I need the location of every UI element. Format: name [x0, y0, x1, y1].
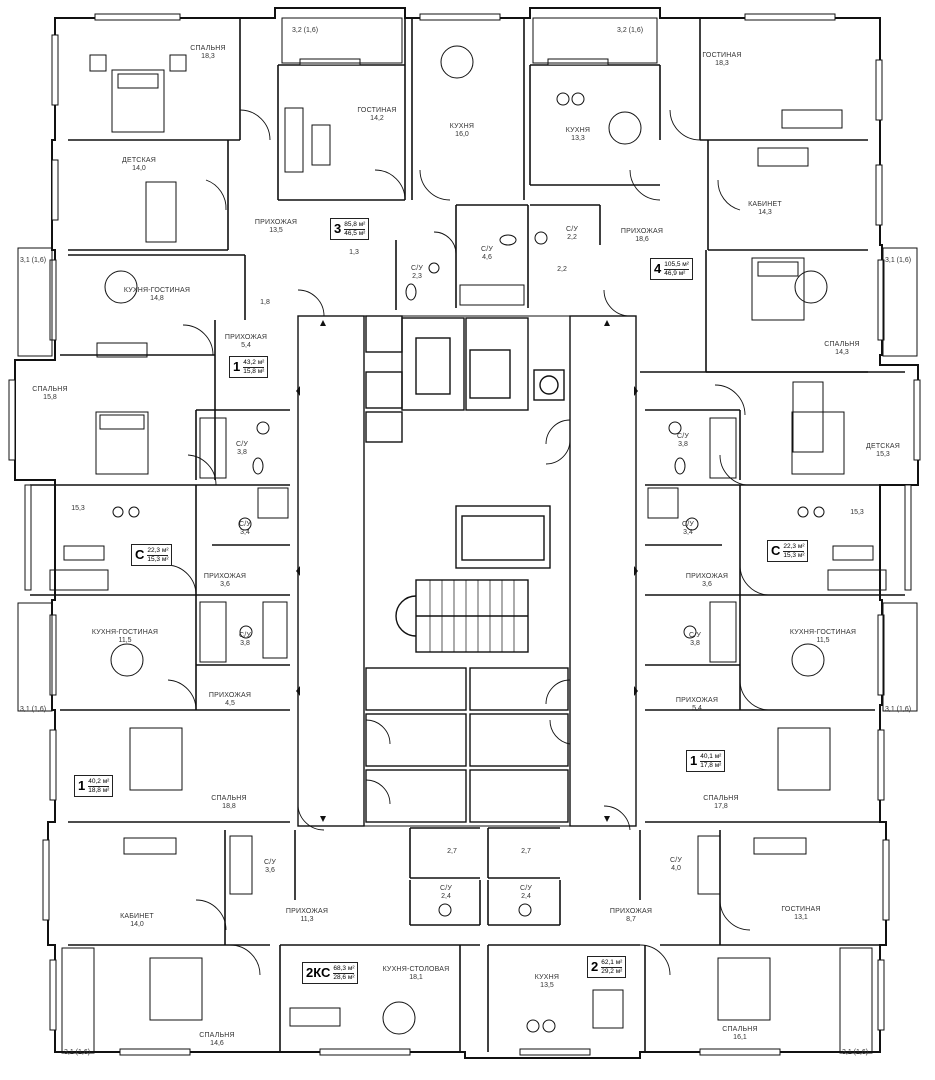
area-label: 1,3 — [349, 249, 359, 256]
room-label: 15,3 — [850, 509, 864, 516]
balconies — [17, 17, 918, 1054]
balcony-label-mid-left: 3,1 (1,6) — [20, 706, 47, 713]
room-label: 15,3 — [71, 505, 85, 512]
balcony-label-top-left: 3,2 (1,6) — [292, 27, 319, 34]
balcony-label-bottom-left: 3,1 (1,6) — [64, 1049, 91, 1056]
furniture-tables — [104, 45, 828, 1035]
balcony-label-upper-left: 3,1 (1,6) — [20, 257, 47, 264]
area-label: 2,2 — [557, 266, 567, 273]
balcony-label-bottom-right: 3,1 (1,6) — [842, 1049, 869, 1056]
furniture-sofas — [49, 107, 887, 1029]
outer-walls — [14, 7, 919, 1059]
area-label: 2,7 — [447, 848, 457, 855]
core — [297, 315, 637, 827]
core-arrows — [296, 320, 638, 822]
balcony-label-top-right: 3,2 (1,6) — [617, 27, 644, 34]
partitions — [30, 18, 905, 1052]
area-label: 1,8 — [260, 299, 270, 306]
balcony-label-mid-right: 3,1 (1,6) — [885, 706, 912, 713]
furniture-beds — [89, 54, 845, 1021]
area-label: 2,7 — [521, 848, 531, 855]
doors — [167, 109, 769, 976]
plumbing — [199, 231, 737, 917]
windows — [8, 13, 921, 1056]
balcony-label-upper-right: 3,1 (1,6) — [885, 257, 912, 264]
